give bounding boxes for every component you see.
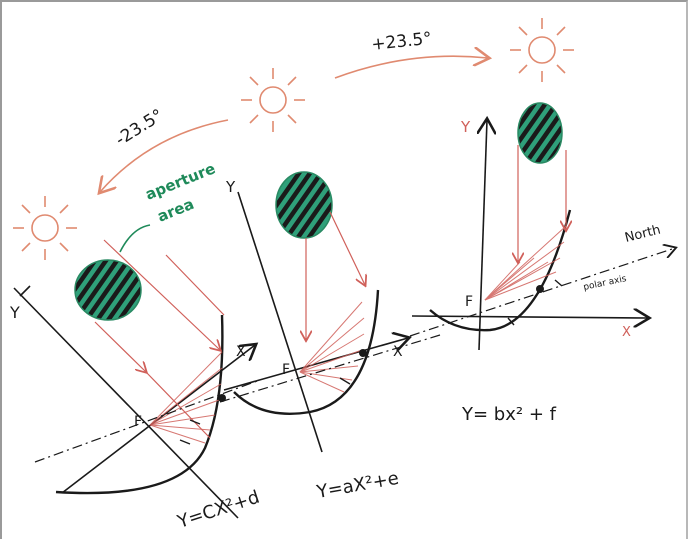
sun-icon — [13, 196, 77, 260]
right-collector — [409, 102, 675, 351]
middle-collector — [219, 171, 441, 453]
focus-label-mid: F — [282, 362, 290, 378]
aperture-disk-icon — [275, 171, 333, 239]
y-axis-label-mid: Y — [225, 178, 236, 196]
aperture-label-2: area — [155, 195, 197, 226]
y-axis-label-right: Y — [460, 118, 471, 136]
sun-icon — [241, 68, 305, 132]
y-axis-label-left: Y — [9, 303, 20, 322]
x-axis-label-left: X — [236, 344, 246, 360]
seasonal-arc-minus — [100, 119, 229, 192]
angle-minus-label: -23.5° — [112, 105, 167, 150]
aperture-pointer — [119, 224, 151, 253]
focus-label-left: F — [134, 414, 142, 430]
equation-right: Y= bx² + f — [461, 404, 557, 425]
equation-left: Y=CX²+d — [174, 487, 262, 533]
x-axis-label-right: X — [622, 325, 631, 340]
angle-plus-label: +23.5° — [370, 29, 432, 55]
aperture-label: aperture — [143, 159, 218, 203]
left-collector — [13, 239, 261, 519]
sun-icon — [510, 18, 574, 82]
aperture-disk-icon — [74, 259, 142, 321]
focus-label-right: F — [465, 294, 473, 310]
aperture-disk-icon — [517, 102, 563, 164]
equation-mid: Y=aX²+e — [314, 468, 400, 503]
seasonal-arc-plus — [334, 56, 488, 79]
north-label: North — [623, 223, 662, 246]
x-axis-label-mid: X — [393, 344, 403, 360]
